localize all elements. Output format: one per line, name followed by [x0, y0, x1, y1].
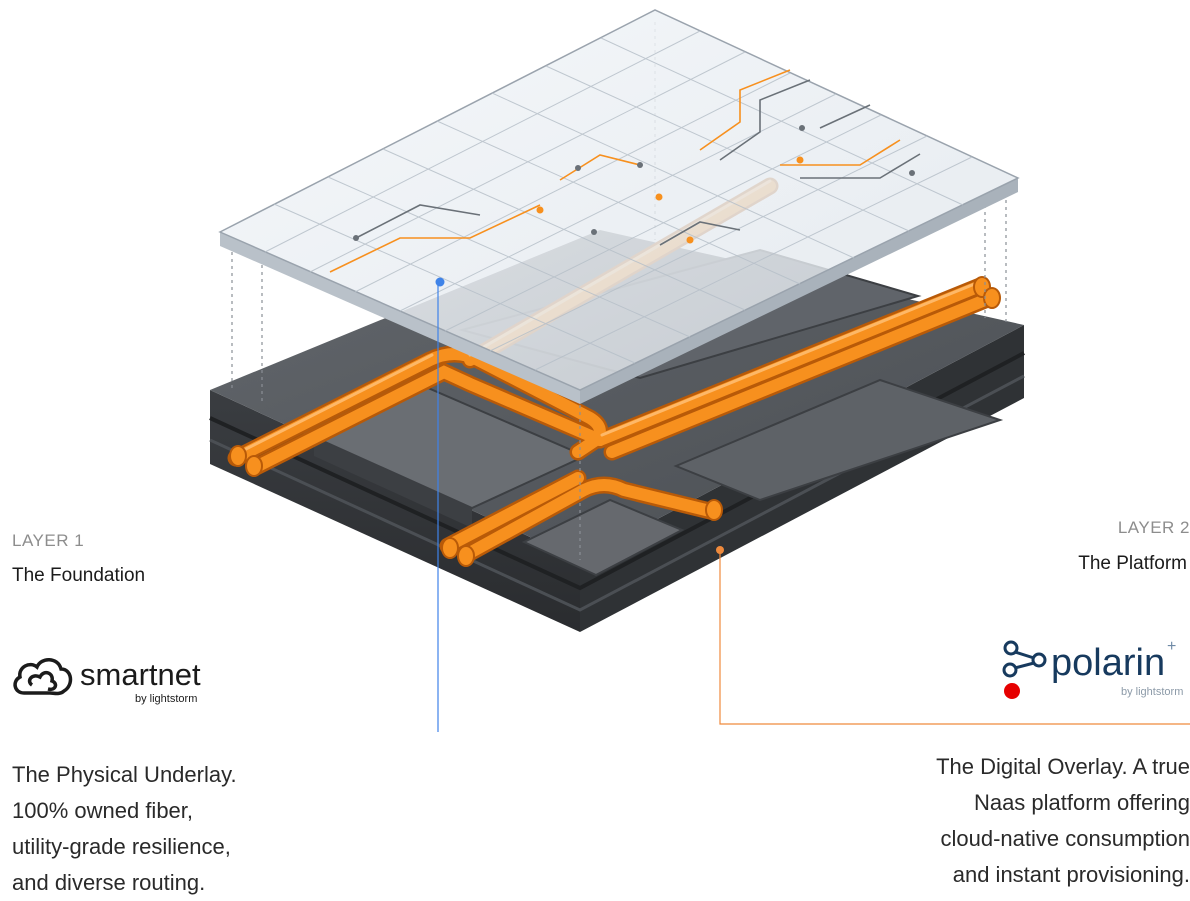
smartnet-cloud-icon	[13, 658, 73, 696]
layer2-description: The Digital Overlay. A true Naas platfor…	[936, 749, 1190, 893]
layer2-description-line: The Digital Overlay. A true	[936, 754, 1190, 779]
layer1-callout-line	[0, 282, 439, 733]
block-right	[673, 378, 1004, 502]
smartnet-logo: smartnet by lightstorm	[10, 655, 230, 710]
layer1-description-line: The Physical Underlay.	[12, 762, 237, 787]
layer2-title: The Platform	[1078, 553, 1187, 574]
layer1-description-line: utility-grade resilience,	[12, 834, 231, 859]
smartnet-byline: by lightstorm	[135, 693, 198, 705]
fiber-conduits	[227, 177, 1001, 567]
glass-top	[218, 9, 1020, 391]
layer2-description-line: cloud-native consumption	[940, 826, 1190, 851]
smartnet-wordmark: smartnet	[80, 657, 201, 692]
layer2-description-line: and instant provisioning.	[952, 862, 1190, 887]
layer1-eyebrow: LAYER 1	[12, 531, 85, 550]
layer1-description-line: and diverse routing.	[12, 870, 206, 895]
polarin-node-icon	[1002, 640, 1047, 699]
block-bottom	[521, 498, 685, 577]
layer2-callout-line	[716, 546, 1190, 725]
glass-platform	[218, 9, 1020, 404]
layer2-eyebrow: LAYER 2	[1117, 518, 1190, 537]
polarin-logo: polarin + by lightstorm	[995, 638, 1190, 700]
layer1-title: The Foundation	[12, 565, 146, 586]
layer1-description-line: 100% owned fiber,	[12, 798, 194, 823]
layer1-description: The Physical Underlay. 100% owned fiber,…	[12, 757, 237, 901]
polarin-byline: by lightstorm	[1121, 686, 1184, 698]
sparkle-icon: +	[1167, 638, 1177, 655]
layer2-description-line: Naas platform offering	[973, 790, 1190, 815]
glass-edge	[220, 232, 580, 404]
polarin-wordmark: polarin	[1051, 642, 1166, 684]
